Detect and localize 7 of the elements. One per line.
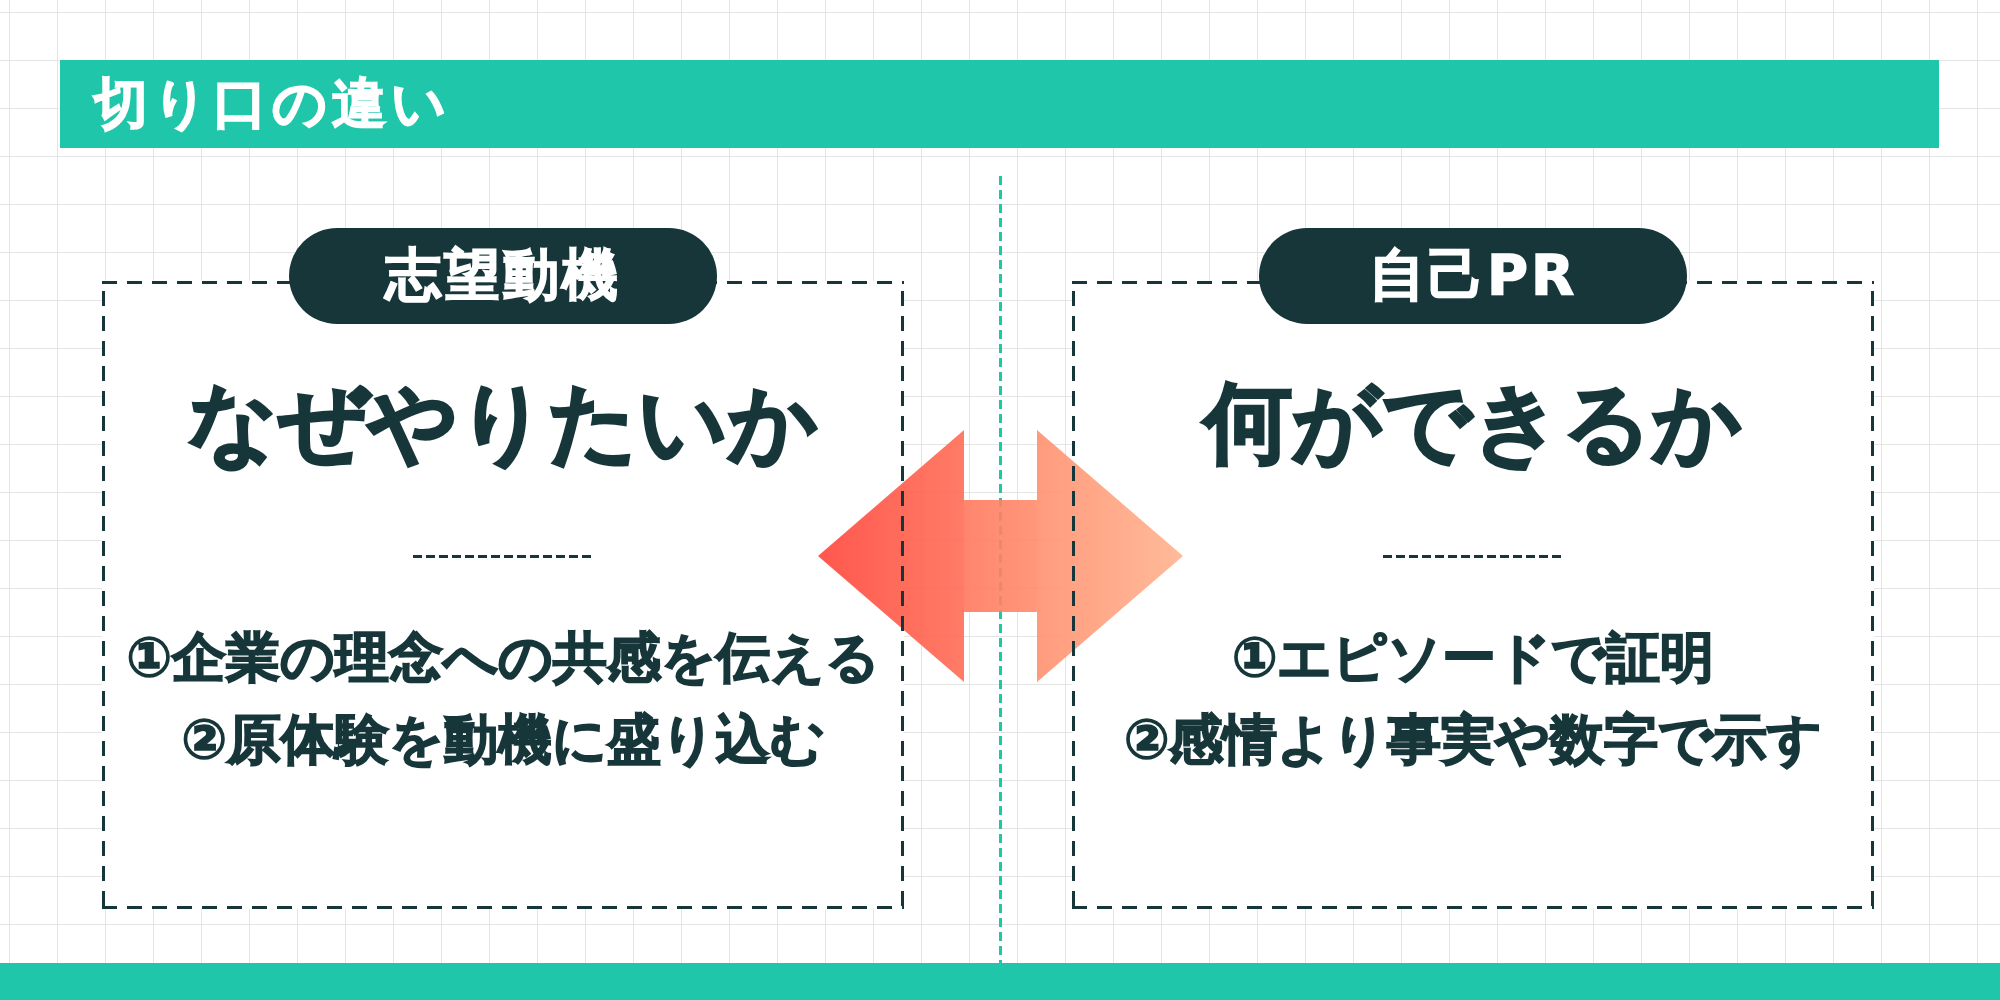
list-item: ②原体験を動機に盛り込む — [181, 707, 825, 773]
label-pill: 自己PR — [1259, 228, 1687, 324]
label-pill: 志望動機 — [289, 228, 717, 324]
list-item: ①エピソードで証明 — [1231, 625, 1715, 691]
list-item: ①企業の理念への共感を伝える — [126, 625, 880, 691]
list-item: ②感情より事実や数字で示す — [1123, 707, 1823, 773]
page-title: 切り口の違い — [94, 71, 451, 137]
